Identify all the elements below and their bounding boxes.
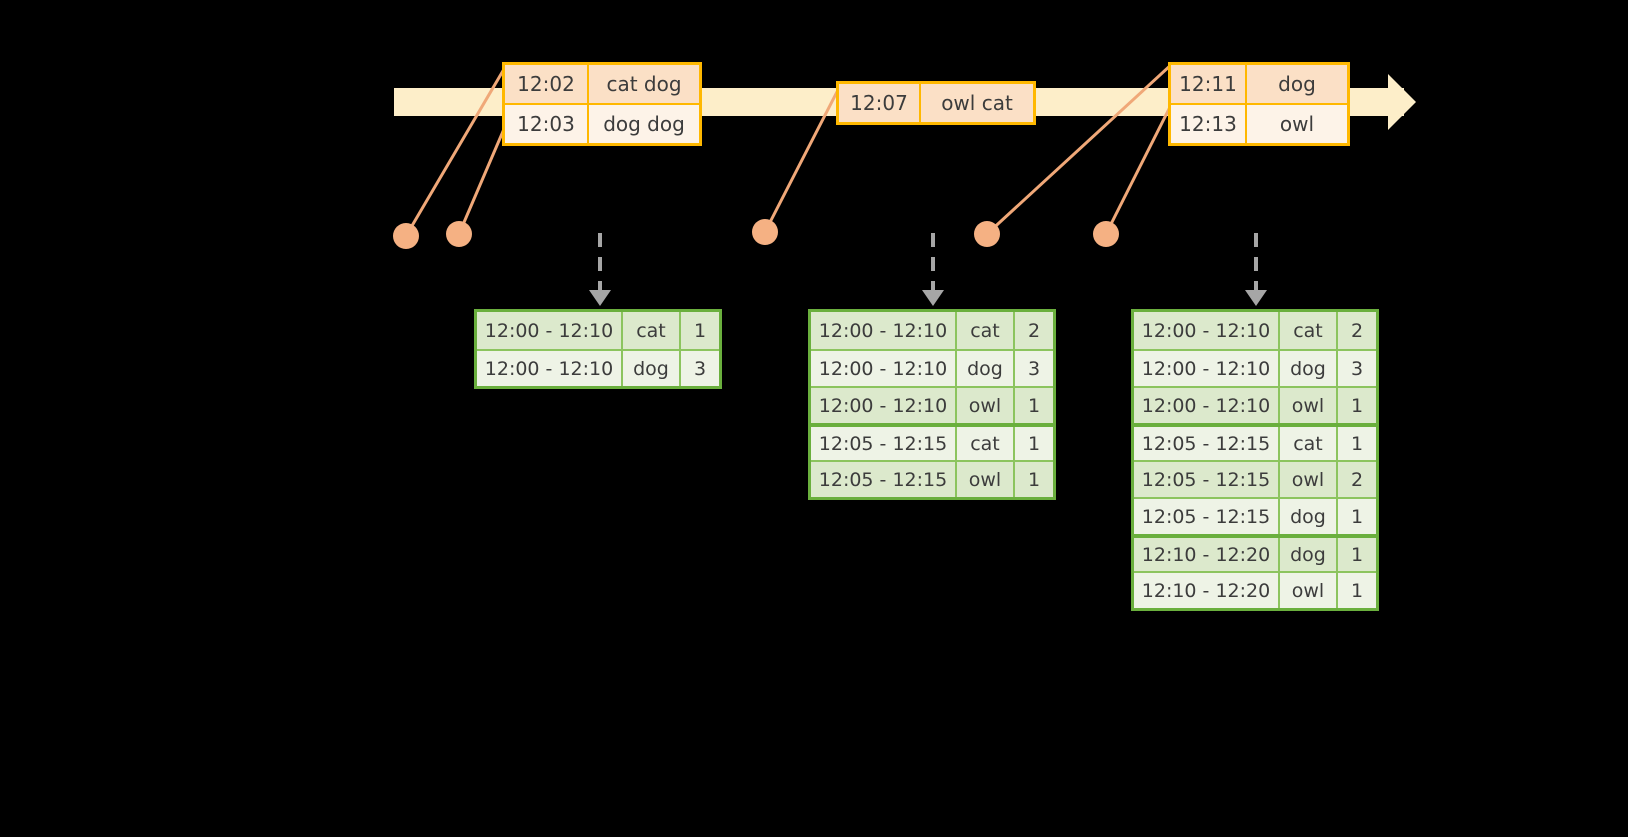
cell-key: cat [1280, 427, 1338, 460]
dashed-arrow-1-head-icon [589, 290, 611, 306]
cell-key: owl [957, 462, 1015, 497]
dashed-arrow-3-head-icon [1245, 290, 1267, 306]
cell-key: owl [1280, 462, 1338, 497]
cell-count: 1 [1350, 505, 1364, 528]
cell-window: 12:05 - 12:15 [1134, 427, 1280, 460]
cell-key: owl [1280, 573, 1338, 608]
cell-window: 12:00 - 12:10 [1134, 312, 1280, 349]
connector-dots-group [393, 219, 1119, 249]
cell-window: 12:00 - 12:10 [1134, 351, 1280, 386]
cell-window: 12:05 - 12:15 [811, 427, 957, 460]
cell-window: 12:00 - 12:10 [1134, 388, 1280, 423]
event-words: owl cat [941, 91, 1013, 115]
event-timestamp: 12:13 [1171, 105, 1247, 143]
cell-key: cat [623, 312, 681, 349]
cell-window: 12:00 - 12:10 [811, 388, 957, 423]
timeline-arrow-icon [1388, 74, 1416, 130]
cell-window: 12:10 - 12:20 [1134, 538, 1280, 571]
event-words: dog dog [603, 112, 685, 136]
cell-key: cat [957, 427, 1015, 460]
cell-window: 12:05 - 12:15 [1134, 462, 1280, 497]
cell-window: 12:00 - 12:10 [477, 312, 623, 349]
event-box-1[interactable]: 12:02 cat dog 12:03 dog dog [502, 62, 702, 146]
event-box-2[interactable]: 12:07 owl cat [836, 81, 1036, 125]
cell-key: dog [1280, 351, 1338, 386]
event-timestamp: 12:11 [1171, 65, 1247, 103]
cell-key: dog [1280, 499, 1338, 534]
cell-count: 2 [1027, 319, 1041, 342]
cell-count: 2 [1350, 468, 1364, 491]
cell-count: 3 [1027, 357, 1041, 380]
event-marker-3 [752, 219, 778, 245]
cell-count: 1 [693, 319, 707, 342]
event-marker-5 [1093, 221, 1119, 247]
event-marker-1 [393, 223, 419, 249]
event-timestamp: 12:02 [505, 65, 589, 103]
cell-key: cat [957, 312, 1015, 349]
cell-count: 1 [1350, 432, 1364, 455]
cell-count: 1 [1027, 432, 1041, 455]
event-words: dog [1278, 72, 1316, 96]
cell-window: 12:00 - 12:10 [811, 312, 957, 349]
cell-count: 1 [1350, 394, 1364, 417]
connector-line-5 [1104, 102, 1174, 235]
cell-window: 12:05 - 12:15 [811, 462, 957, 497]
cell-window: 12:00 - 12:10 [477, 351, 623, 386]
event-row: 12:03 dog dog [505, 103, 699, 143]
dashed-arrow-2-head-icon [922, 290, 944, 306]
event-timestamp: 12:07 [839, 84, 921, 122]
cell-key: dog [623, 351, 681, 386]
cell-key: dog [957, 351, 1015, 386]
dashed-arrows-group [589, 233, 1267, 306]
event-words: cat dog [606, 72, 682, 96]
event-box-3[interactable]: 12:11 dog 12:13 owl [1168, 62, 1350, 146]
cell-window: 12:00 - 12:10 [811, 351, 957, 386]
cell-key: cat [1280, 312, 1338, 349]
event-row: 12:02 cat dog [505, 65, 699, 103]
cell-count: 1 [1350, 543, 1364, 566]
cell-key: dog [1280, 538, 1338, 571]
connector-line-2 [457, 121, 509, 235]
event-row: 12:13 owl [1171, 103, 1347, 143]
cell-window: 12:05 - 12:15 [1134, 499, 1280, 534]
event-words: owl [1279, 112, 1315, 136]
event-marker-2 [446, 221, 472, 247]
event-row: 12:07 owl cat [839, 84, 1033, 122]
cell-window: 12:10 - 12:20 [1134, 573, 1280, 608]
event-timestamp: 12:03 [505, 105, 589, 143]
cell-count: 2 [1350, 319, 1364, 342]
cell-key: owl [1280, 388, 1338, 423]
cell-count: 1 [1027, 394, 1041, 417]
cell-count: 3 [693, 357, 707, 380]
cell-count: 1 [1350, 579, 1364, 602]
event-marker-4 [974, 221, 1000, 247]
cell-count: 3 [1350, 357, 1364, 380]
event-row: 12:11 dog [1171, 65, 1347, 103]
cell-key: owl [957, 388, 1015, 423]
cell-count: 1 [1027, 468, 1041, 491]
